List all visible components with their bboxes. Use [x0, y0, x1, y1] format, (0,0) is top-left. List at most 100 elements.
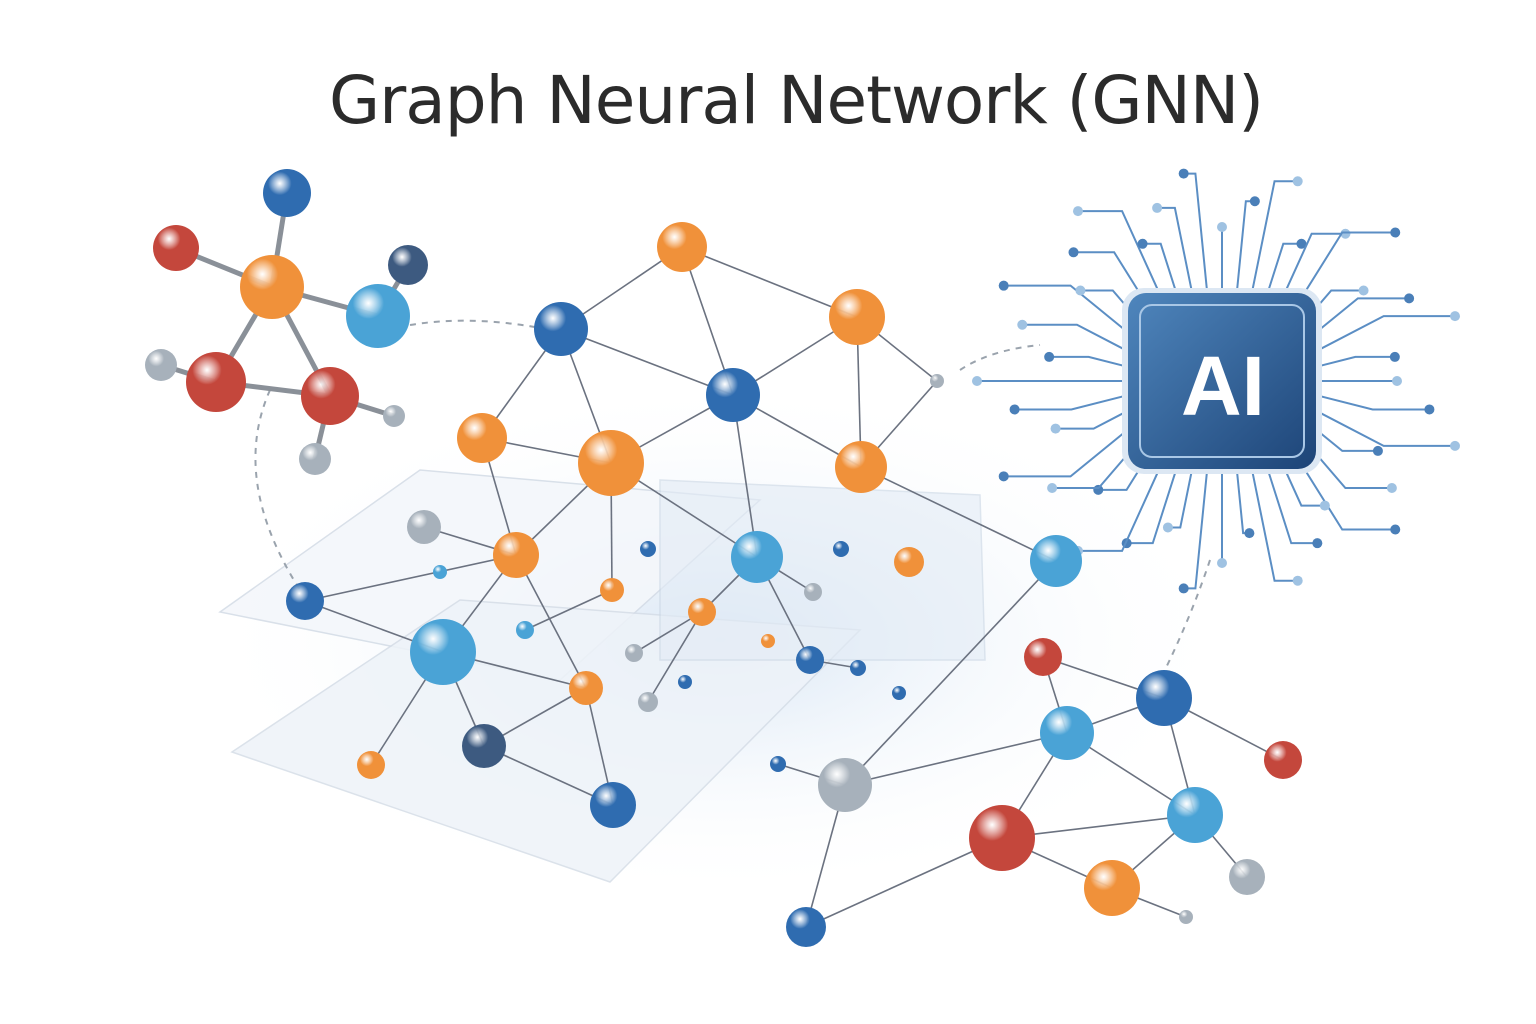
graph-node	[457, 413, 507, 463]
graph-edge	[524, 589, 613, 631]
circuit-pad	[1292, 176, 1303, 187]
circuit-pad	[1386, 482, 1397, 493]
circuit-trace	[1003, 284, 1138, 341]
graph-node	[534, 302, 588, 356]
graph-node	[433, 565, 447, 579]
circuit-trace	[1306, 297, 1410, 341]
graph-edge	[860, 466, 1057, 562]
circuit-trace	[1235, 200, 1255, 293]
graph-node	[731, 531, 783, 583]
graph-node	[462, 724, 506, 768]
graph-node	[892, 686, 906, 700]
graph-edge	[515, 554, 587, 689]
page-title: Graph Neural Network (GNN)	[328, 62, 1264, 139]
circuit-pad	[1093, 484, 1104, 495]
molecule-atom	[388, 245, 428, 285]
graph-node	[833, 541, 849, 557]
molecule-atom	[301, 367, 359, 425]
circuit-trace	[1055, 407, 1133, 430]
circuit-trace	[1077, 453, 1168, 552]
circuit-trace	[1183, 172, 1209, 293]
circuit-pad	[1392, 376, 1402, 386]
graph-node	[1229, 859, 1265, 895]
circuit-pad	[1217, 222, 1227, 232]
graph-node	[1040, 706, 1094, 760]
graph-node	[1264, 741, 1302, 779]
circuit-trace	[1311, 315, 1456, 355]
graph-edge	[805, 837, 1003, 928]
circuit-pad	[1296, 238, 1307, 249]
circuit-pad	[1249, 196, 1260, 207]
circuit-trace	[1311, 407, 1456, 447]
circuit-trace	[1126, 460, 1180, 545]
graph-node	[761, 634, 775, 648]
graph-node	[678, 675, 692, 689]
circuit-pad	[1244, 528, 1255, 539]
circuit-trace	[1288, 444, 1396, 531]
circuit-trace	[1264, 242, 1302, 302]
circuit-pad	[1389, 351, 1400, 362]
circuit-pad	[1178, 168, 1189, 179]
circuit-pad	[1162, 522, 1173, 533]
graph-node	[1084, 860, 1140, 916]
graph-node	[835, 441, 887, 493]
graph-node	[1167, 787, 1223, 843]
circuit-pad	[1450, 311, 1461, 322]
graph-node	[930, 374, 944, 388]
graph-node	[894, 547, 924, 577]
circuit-trace	[1003, 421, 1138, 478]
circuit-trace	[1276, 232, 1346, 309]
ai-chip-icon	[1122, 288, 1322, 474]
circuit-trace	[1250, 180, 1298, 296]
circuit-pad	[1390, 524, 1401, 535]
circuit-pad	[1137, 238, 1148, 249]
graph-node	[829, 289, 885, 345]
molecule-atom	[240, 255, 304, 319]
circuit-pad	[1068, 247, 1079, 258]
graph-node	[410, 619, 476, 685]
circuit-trace	[1250, 466, 1298, 582]
graph-node	[357, 751, 385, 779]
circuit-pad	[1312, 538, 1323, 549]
graph-edge	[483, 745, 614, 806]
graph-node	[770, 756, 786, 772]
graph-edge	[732, 394, 758, 558]
circuit-pad	[998, 280, 1009, 291]
ai-chip-label: AI	[1181, 339, 1265, 433]
circuit-pad	[1358, 285, 1369, 296]
graph-node	[625, 644, 643, 662]
graph-node	[657, 222, 707, 272]
molecule-atom	[383, 405, 405, 427]
circuit-trace	[1014, 394, 1129, 411]
graph-edge	[844, 560, 1057, 786]
circuit-pad	[1047, 482, 1058, 493]
circuit-trace	[1157, 206, 1194, 296]
circuit-pad	[1340, 228, 1351, 239]
circuit-pad	[1072, 206, 1083, 217]
graph-node	[706, 368, 760, 422]
circuit-pad	[1050, 423, 1061, 434]
graph-node	[407, 510, 441, 544]
circuit-trace	[1235, 469, 1250, 535]
circuit-pad	[1404, 293, 1415, 304]
circuit-trace	[1315, 355, 1395, 368]
circuit-pad	[1017, 319, 1028, 330]
dashed-connectors	[254, 319, 1211, 681]
circuit-trace	[1077, 210, 1168, 309]
circuit-pad	[1450, 440, 1461, 451]
graph-node	[1024, 638, 1062, 676]
circuit-trace	[1264, 460, 1318, 545]
circuit-pad	[998, 471, 1009, 482]
graph-node	[493, 532, 539, 578]
circuit-trace	[1022, 323, 1133, 355]
circuit-pad	[1292, 575, 1303, 586]
graph-node	[786, 907, 826, 947]
circuit-trace	[1049, 355, 1129, 368]
graph-edge	[304, 554, 517, 602]
graph-node	[804, 583, 822, 601]
circuit-pad	[1372, 445, 1383, 456]
graph-node	[600, 578, 624, 602]
graph-edge	[844, 732, 1068, 786]
circuit-pad	[972, 376, 982, 386]
circuit-pad	[1009, 404, 1020, 415]
